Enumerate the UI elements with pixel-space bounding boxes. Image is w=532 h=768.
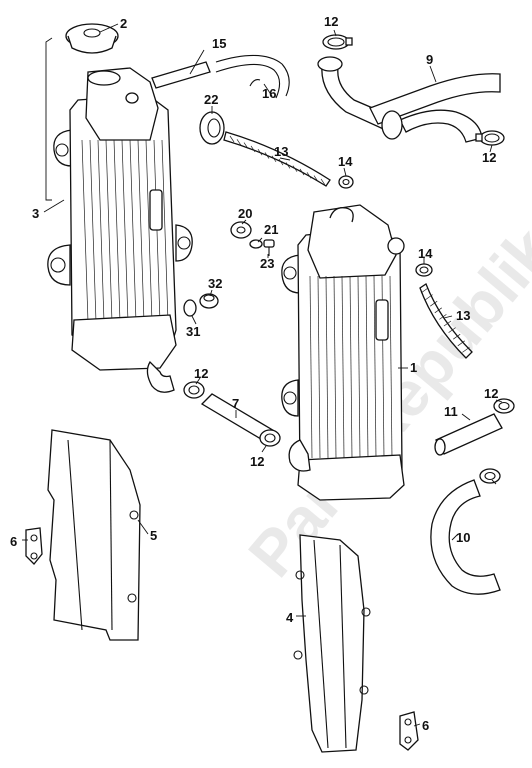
callout-22: 22 — [204, 92, 218, 107]
callout-labels: 1 2 3 4 5 6 6 7 9 10 11 12 12 12 12 12 1… — [10, 14, 498, 733]
callout-12-right: 12 — [484, 386, 498, 401]
right-radiator — [281, 204, 405, 501]
breather-hose-16 — [215, 54, 290, 97]
mesh-hose-13-right — [419, 283, 473, 359]
clamp-12-top-left — [322, 34, 353, 50]
callout-11: 11 — [444, 404, 458, 419]
callout-10: 10 — [456, 530, 470, 545]
oring-31 — [183, 299, 197, 317]
clamp-12-right-upper — [493, 398, 515, 414]
shroud-4 — [293, 534, 371, 753]
clamp-12-mid-lower — [259, 429, 281, 447]
bracket-6-left — [25, 527, 43, 565]
callout-13-right: 13 — [456, 308, 470, 323]
callout-6-left: 6 — [10, 534, 17, 549]
hose-10 — [430, 479, 501, 595]
callout-20: 20 — [238, 206, 252, 221]
shroud-5 — [47, 429, 141, 641]
callout-1: 1 — [410, 360, 417, 375]
plug-32 — [199, 293, 219, 309]
left-radiator — [47, 67, 193, 393]
callout-2: 2 — [120, 16, 127, 31]
callout-31: 31 — [186, 324, 200, 339]
callout-21: 21 — [264, 222, 278, 237]
grommet-22 — [199, 111, 225, 145]
callout-23: 23 — [260, 256, 274, 271]
mesh-hose-13-upper — [223, 131, 331, 187]
bushing-20 — [230, 221, 252, 239]
callout-12-top-left: 12 — [324, 14, 338, 29]
hose-15 — [151, 61, 211, 89]
washer-21 — [249, 239, 263, 249]
callout-16: 16 — [262, 86, 276, 101]
callout-15: 15 — [212, 36, 226, 51]
clamp-12-right-lower — [479, 468, 501, 484]
callout-6-right: 6 — [422, 718, 429, 733]
callout-32: 32 — [208, 276, 222, 291]
callout-7: 7 — [232, 396, 239, 411]
callout-3: 3 — [32, 206, 39, 221]
callout-5: 5 — [150, 528, 157, 543]
clamp-14-upper — [338, 175, 354, 189]
hose-11 — [435, 413, 503, 455]
callout-12-mid-lower: 12 — [250, 454, 264, 469]
bracket-6-right — [399, 711, 419, 751]
clamp-12-top-right — [475, 130, 505, 146]
callout-14-right: 14 — [418, 246, 433, 261]
callout-12-mid-upper: 12 — [194, 366, 208, 381]
y-hose-9 — [317, 56, 501, 143]
callout-4: 4 — [286, 610, 294, 625]
leader-lines — [22, 23, 503, 727]
clamp-14-right — [415, 263, 433, 277]
callout-12-top-right: 12 — [482, 150, 496, 165]
clamp-12-mid-upper — [183, 381, 205, 399]
callout-13-upper: 13 — [274, 144, 288, 159]
radiator-cap — [65, 23, 119, 54]
callout-9: 9 — [426, 52, 433, 67]
callout-14-upper: 14 — [338, 154, 353, 169]
screw-23 — [263, 239, 275, 256]
